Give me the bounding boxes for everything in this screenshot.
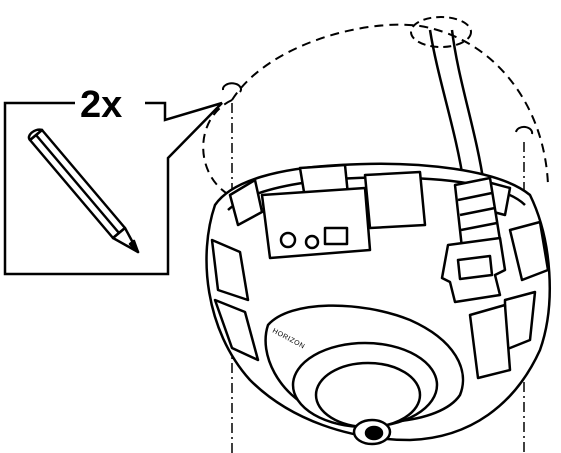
dome-camera [205,162,551,446]
screw-hole-left [221,82,242,93]
screw-hole-right [515,125,534,135]
callout-frame [3,101,223,276]
cable-hole [410,16,472,48]
pencil-icon [27,128,140,254]
tool-callout: 2x [3,84,223,276]
rj45-connector [440,176,507,304]
network-cable [428,29,486,186]
callout-count-label: 2x [80,84,122,126]
